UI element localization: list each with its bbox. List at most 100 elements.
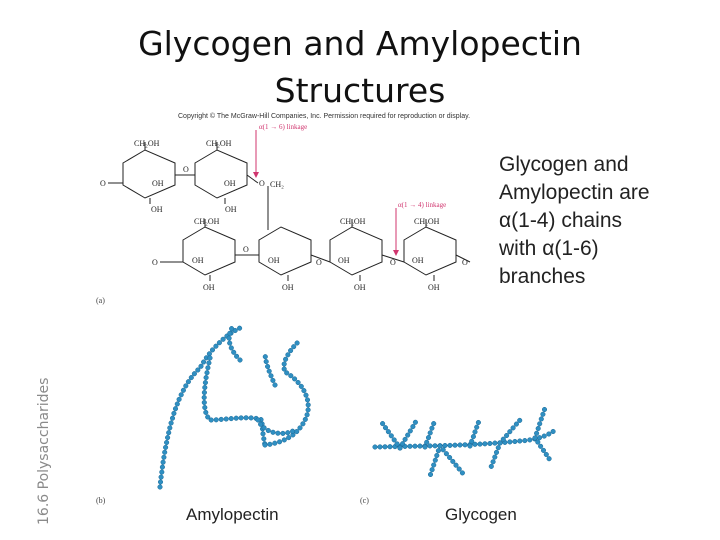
glucose-bead bbox=[275, 430, 281, 436]
glucose-bead bbox=[394, 441, 400, 447]
title-line-1: Glycogen and Amylopectin bbox=[138, 24, 582, 63]
glucose-bead bbox=[202, 384, 208, 391]
bead-chain bbox=[204, 358, 265, 445]
glucose-bead bbox=[538, 416, 544, 422]
glucose-bead bbox=[472, 441, 478, 447]
glucose-bead bbox=[493, 449, 500, 455]
description-line-5: branches bbox=[499, 265, 586, 288]
glucose-bead bbox=[261, 425, 267, 431]
glucose-bead bbox=[263, 359, 269, 365]
glucose-bead bbox=[305, 402, 311, 408]
arrow-head-icon bbox=[253, 172, 259, 178]
description-line-3: α(1-4) chains bbox=[499, 209, 623, 232]
glucose-bead bbox=[226, 335, 232, 341]
glucose-bead bbox=[298, 383, 304, 389]
glucose-bead bbox=[158, 474, 164, 480]
ch2oh-label: CH₂OH bbox=[340, 217, 366, 226]
glucose-bead bbox=[213, 343, 219, 349]
linkage-annotations: α(1 → 6) linkage α(1 → 4) linkage bbox=[253, 123, 446, 256]
glucose-bead bbox=[201, 389, 207, 396]
ch2oh-label: CH₂OH bbox=[134, 139, 160, 148]
glucose-bead bbox=[452, 442, 458, 448]
glucose-bead bbox=[536, 435, 543, 441]
glucose-bead bbox=[165, 435, 171, 441]
glucose-bead bbox=[537, 421, 543, 427]
glucose-bead bbox=[422, 444, 428, 450]
glucose-bead bbox=[280, 430, 286, 436]
glucose-bead bbox=[495, 445, 501, 451]
glucose-bead bbox=[185, 379, 191, 385]
glucose-bead bbox=[469, 438, 475, 444]
glucose-bead bbox=[183, 383, 189, 389]
glucose-bead bbox=[427, 443, 433, 449]
description-line-4: with α(1-6) bbox=[499, 237, 599, 260]
glucose-bead bbox=[206, 360, 212, 366]
glucose-bead bbox=[198, 363, 204, 369]
glucose-bead bbox=[447, 442, 453, 448]
glucose-bead bbox=[286, 435, 292, 441]
oh-label: OH bbox=[282, 283, 294, 292]
o-label: O bbox=[100, 179, 106, 188]
glucose-bead bbox=[220, 336, 226, 342]
o-label: O bbox=[152, 258, 158, 267]
panel-b-label: (b) bbox=[96, 496, 106, 505]
oh-label: OH bbox=[203, 283, 215, 292]
oh-label: OH bbox=[151, 205, 163, 214]
glucose-bead bbox=[301, 388, 307, 394]
description-line-1: Glycogen and bbox=[499, 153, 629, 176]
glucose-bead bbox=[262, 354, 268, 360]
glucose-bead bbox=[492, 440, 498, 446]
glucose-bead bbox=[178, 392, 184, 398]
glucose-bead bbox=[223, 416, 229, 422]
title-line-2: Structures bbox=[274, 71, 446, 110]
glucose-bead bbox=[437, 443, 443, 449]
oh-label: OH bbox=[412, 256, 424, 265]
glucose-bead bbox=[201, 394, 207, 401]
glucose-bead bbox=[208, 417, 214, 423]
ch2-label: CH₂ bbox=[270, 180, 284, 189]
glucose-bead bbox=[507, 439, 513, 445]
glucose-bead bbox=[167, 425, 173, 431]
oh-label: OH bbox=[225, 205, 237, 214]
glucose-bead bbox=[277, 439, 283, 445]
glucose-bead bbox=[201, 359, 207, 365]
glucose-bead bbox=[407, 443, 413, 449]
glucose-bead bbox=[202, 404, 208, 411]
glucose-bead bbox=[238, 415, 244, 421]
glucose-bead bbox=[382, 425, 389, 431]
glucose-bead bbox=[304, 397, 311, 403]
glucose-bead bbox=[453, 462, 459, 468]
glucose-bead bbox=[157, 484, 163, 490]
glucose-bead bbox=[397, 445, 403, 451]
oh-label: OH bbox=[192, 256, 204, 265]
glucose-bead bbox=[470, 434, 476, 440]
glucose-bead bbox=[228, 345, 234, 351]
glucose-bead bbox=[504, 432, 510, 439]
glucose-bead bbox=[434, 452, 440, 459]
glucose-bead bbox=[227, 340, 233, 346]
glucose-bead bbox=[268, 373, 274, 379]
glucose-bead bbox=[432, 443, 438, 449]
glucose-bead bbox=[475, 419, 481, 426]
description-text: Glycogen and Amylopectin are α(1-4) chai… bbox=[499, 151, 709, 291]
glucose-bead bbox=[541, 406, 548, 413]
glucose-bead bbox=[290, 428, 296, 434]
glucose-bead bbox=[517, 417, 523, 423]
glucose-bead bbox=[169, 415, 176, 421]
glucose-bead bbox=[159, 464, 165, 470]
glucose-bead bbox=[400, 441, 406, 447]
ch2oh-label: CH₂OH bbox=[194, 217, 220, 226]
alpha-symbol: α bbox=[542, 237, 555, 260]
glucose-chain-diagram: CH₂OH CH₂OH OH OH OH OH O CH₂ O O bbox=[100, 139, 471, 292]
glucose-bead bbox=[260, 431, 266, 437]
glucose-bead bbox=[294, 340, 300, 346]
oh-label: OH bbox=[268, 256, 280, 265]
glucose-bead bbox=[442, 442, 448, 449]
glucose-bead bbox=[285, 430, 291, 436]
glucose-bead bbox=[270, 377, 276, 383]
glucose-bead bbox=[459, 470, 465, 476]
glucose-ring bbox=[182, 226, 457, 276]
glucose-bead bbox=[385, 429, 391, 435]
glucose-bead bbox=[272, 440, 278, 446]
